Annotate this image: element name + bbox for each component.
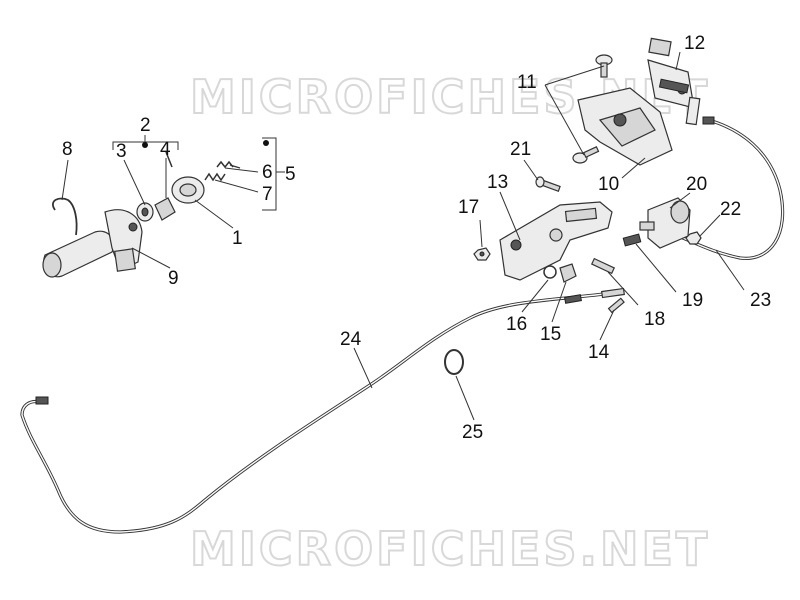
bolt-21 bbox=[535, 176, 561, 193]
callout-10: 10 bbox=[598, 174, 619, 195]
callout-21: 21 bbox=[510, 139, 531, 160]
lock-housing-9 bbox=[42, 209, 143, 278]
screw-14 bbox=[607, 297, 625, 314]
clip-25 bbox=[444, 349, 464, 375]
callout-labels: 1 2 3 4 5 6 7 8 9 10 11 12 13 14 15 16 1… bbox=[62, 33, 771, 443]
callout-6: 6 bbox=[262, 162, 273, 183]
cable-24 bbox=[20, 291, 614, 534]
callout-16: 16 bbox=[506, 314, 527, 335]
callout-5: 5 bbox=[285, 164, 296, 185]
callout-7: 7 bbox=[262, 184, 273, 205]
callout-18: 18 bbox=[644, 309, 665, 330]
group-marker-5 bbox=[263, 140, 269, 146]
group-bracket-5 bbox=[262, 137, 277, 211]
cam-1 bbox=[171, 176, 205, 204]
callout-17: 17 bbox=[458, 197, 479, 218]
callout-23: 23 bbox=[750, 290, 771, 311]
callout-14: 14 bbox=[588, 342, 610, 363]
insert-4 bbox=[154, 197, 176, 221]
callout-19: 19 bbox=[682, 290, 703, 311]
cable-23 bbox=[666, 116, 785, 260]
callout-25: 25 bbox=[462, 422, 483, 443]
callout-9: 9 bbox=[168, 268, 179, 289]
adjuster-18 bbox=[590, 257, 616, 275]
hinge-plate-12 bbox=[647, 37, 701, 126]
cable-end-fitting-mid bbox=[564, 287, 625, 304]
screw-11-bottom bbox=[572, 146, 600, 164]
callout-2: 2 bbox=[140, 115, 151, 136]
fitting-19 bbox=[622, 233, 642, 247]
callout-22: 22 bbox=[720, 199, 741, 220]
screw-11-top bbox=[595, 54, 613, 78]
callout-8: 8 bbox=[62, 139, 73, 160]
spring-clip-8 bbox=[52, 197, 78, 236]
callout-11: 11 bbox=[517, 72, 537, 93]
callout-13: 13 bbox=[487, 172, 508, 193]
cable-23-end bbox=[702, 116, 715, 125]
pin-4 bbox=[165, 151, 173, 168]
callout-12: 12 bbox=[684, 33, 705, 54]
latch-plate-13 bbox=[499, 201, 613, 281]
washer-3-hole bbox=[141, 207, 149, 217]
callout-15: 15 bbox=[540, 324, 561, 345]
nut-17 bbox=[473, 247, 491, 261]
lever-15 bbox=[559, 263, 577, 283]
pin-6 bbox=[216, 160, 241, 169]
spring-7 bbox=[204, 172, 226, 182]
actuator-20 bbox=[639, 197, 691, 249]
callout-1: 1 bbox=[232, 228, 243, 249]
spring-16 bbox=[543, 265, 557, 279]
watermark-bottom: MICROFICHES.NET bbox=[190, 522, 710, 576]
cable-end-fitting bbox=[35, 396, 49, 405]
callout-3: 3 bbox=[116, 141, 127, 162]
callout-24: 24 bbox=[340, 329, 362, 350]
leader-lines bbox=[61, 51, 745, 421]
bracket-10 bbox=[577, 87, 673, 166]
callout-4: 4 bbox=[160, 139, 171, 160]
nut-22 bbox=[685, 231, 702, 245]
callout-20: 20 bbox=[686, 174, 707, 195]
group-marker-2 bbox=[142, 142, 148, 148]
